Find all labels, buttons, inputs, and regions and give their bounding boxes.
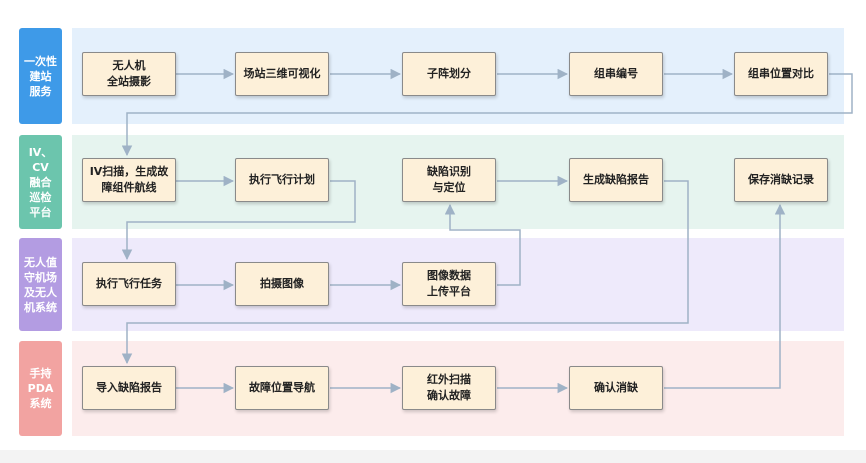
lane-label-pda-system: 手持 PDA 系统 bbox=[19, 341, 62, 436]
bottom-strip bbox=[0, 450, 866, 463]
node-capture-images: 拍摄图像 bbox=[235, 262, 329, 306]
node-defect-identify-locate: 缺陷识别 与定位 bbox=[402, 158, 496, 202]
node-save-clear-record: 保存消缺记录 bbox=[734, 158, 828, 202]
arrow-compare-to-iv-scan bbox=[121, 73, 853, 157]
node-string-numbering: 组串编号 bbox=[569, 52, 663, 96]
lane-label-uav-system: 无人值 守机场 及无人 机系统 bbox=[19, 238, 62, 331]
node-uav-photo: 无人机 全站摄影 bbox=[82, 52, 176, 96]
lane-label-site-setup: 一次性 建站 服务 bbox=[19, 28, 62, 124]
node-generate-defect-report: 生成缺陷报告 bbox=[569, 158, 663, 202]
node-array-partition: 子阵划分 bbox=[402, 52, 496, 96]
node-string-position-compare: 组串位置对比 bbox=[734, 52, 828, 96]
node-upload-image-data: 图像数据 上传平台 bbox=[402, 262, 496, 306]
arrow-confirm-to-save-record bbox=[664, 203, 786, 389]
arrow-report-to-import bbox=[121, 180, 689, 365]
lane-label-inspection-platform: IV、 CV 融合 巡检 平台 bbox=[19, 135, 62, 229]
node-import-defect-report: 导入缺陷报告 bbox=[82, 366, 176, 410]
node-exec-flight-plan: 执行飞行计划 bbox=[235, 158, 329, 202]
node-3d-visualization: 场站三维可视化 bbox=[235, 52, 329, 96]
node-fault-navigation: 故障位置导航 bbox=[235, 366, 329, 410]
arrow-upload-to-identify bbox=[444, 203, 521, 286]
node-confirm-clear: 确认消缺 bbox=[569, 366, 663, 410]
arrow-flight-plan-to-flight-task bbox=[121, 180, 356, 261]
node-exec-flight-task: 执行飞行任务 bbox=[82, 262, 176, 306]
node-ir-scan-confirm: 红外扫描 确认故障 bbox=[402, 366, 496, 410]
node-iv-scan-route: IV扫描，生成故 障组件航线 bbox=[82, 158, 176, 202]
